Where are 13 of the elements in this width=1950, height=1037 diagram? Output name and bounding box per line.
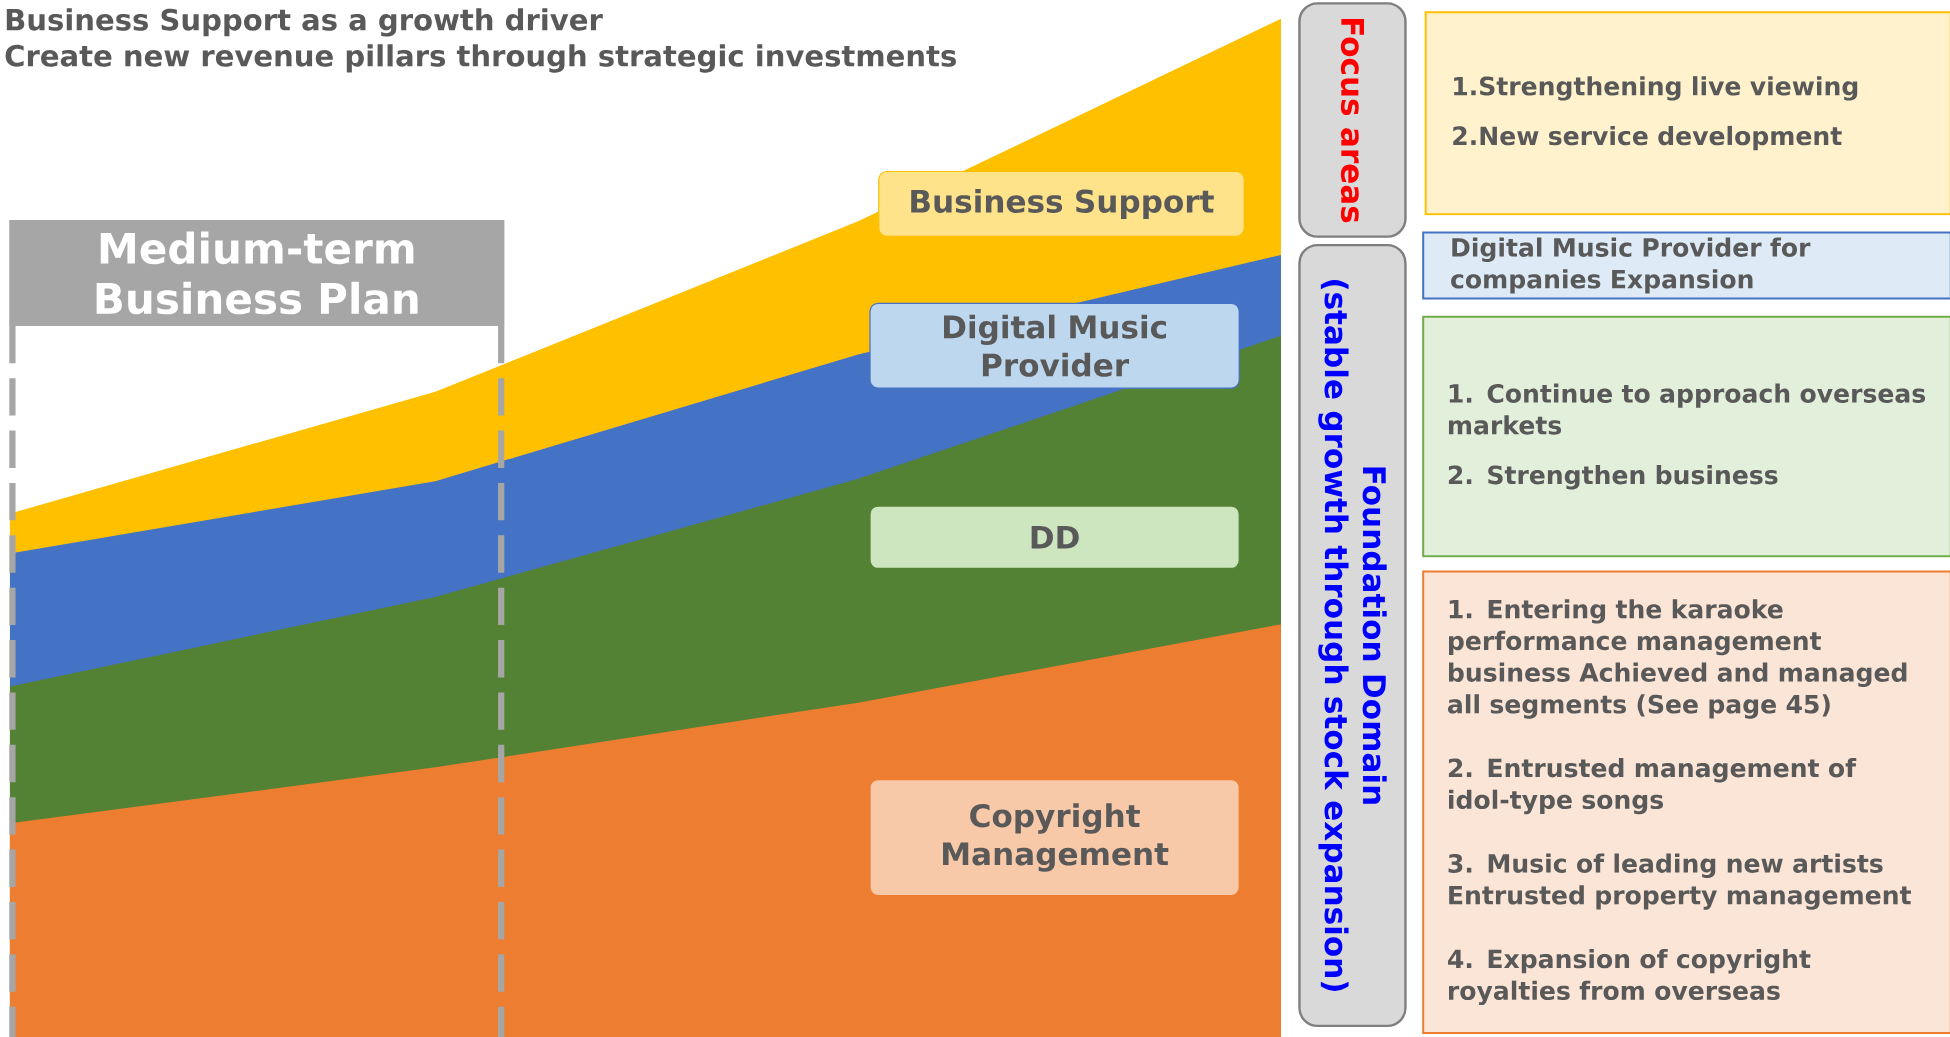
text-panel: 1. Entering the karaoke performance management business Achieved and managed all segments (See page 45) 2. Entrusted management of idol-type songs 3. Music of leading new artists Entrusted property management 4. Expansion of copyright royalties from overseas (1422, 570, 1950, 1034)
plan-header-box: Medium-term Business Plan (9, 219, 505, 326)
subtitle-text: Create new revenue pillars through strategic investments (5, 44, 956, 73)
text-panel: 1.Strengthening live viewing 2.New service development (1424, 11, 1950, 216)
segment-label-box: Digital Music Provider (869, 302, 1240, 389)
segment-label-box: DD (869, 505, 1240, 569)
category-bar: Foundation Domain (stable growth through stock expansion) (1298, 243, 1407, 1027)
title-text: Business Support as a growth driver (6, 8, 603, 37)
text-panel: Digital Music Provider for companies Expansion (1422, 231, 1950, 300)
segment-label-box: Business Support (878, 170, 1245, 237)
segment-label-box: Copyright Management (869, 778, 1240, 897)
text-panel: 1. Continue to approach overseas markets 2. Strengthen business (1422, 315, 1950, 558)
category-bar: Focus areas (1298, 2, 1407, 238)
